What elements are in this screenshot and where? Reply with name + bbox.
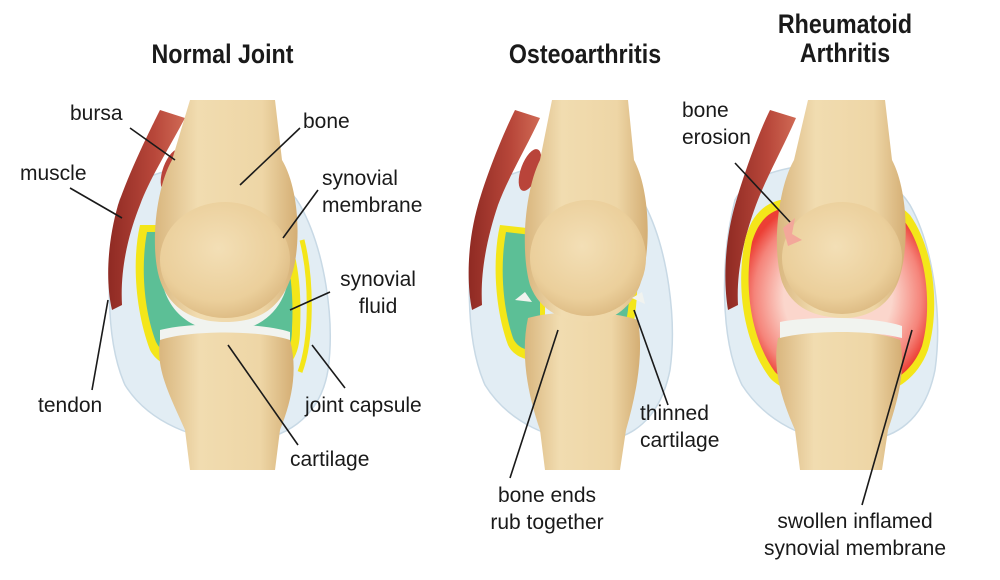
leader-swollen-membrane (861, 329, 913, 506)
upper-bone-head (160, 202, 290, 318)
label-joint-capsule: joint capsule (305, 394, 422, 417)
lower-bone (776, 330, 903, 470)
muscle (468, 110, 540, 310)
label-synovial-membrane: synovial membrane (322, 167, 423, 217)
leader-cartilage (227, 344, 299, 446)
title-normal-joint: Normal Joint (151, 39, 294, 69)
label-bone: bone (303, 110, 350, 133)
label-muscle: muscle (20, 162, 87, 185)
leader-thinned-cartilage (633, 309, 669, 406)
leader-bone (239, 127, 301, 186)
muscle (108, 110, 185, 310)
title-rheumatoid-arthritis: Rheumatoid Arthritis (777, 9, 913, 68)
lower-bone (159, 332, 294, 470)
label-bone-ends-rub-together: bone ends rub together (490, 484, 604, 534)
osteoarthritis-illustration (468, 100, 674, 470)
rheumatoid-arthritis-illustration (723, 100, 939, 470)
leader-muscle (69, 187, 123, 219)
bursa-shape (518, 149, 542, 191)
upper-bone-head (530, 200, 646, 316)
leader-lines (69, 127, 913, 506)
capsule-edge-line (297, 239, 312, 373)
lower-cartilage (780, 317, 902, 338)
leader-bone-ends (509, 329, 559, 479)
leader-bone-erosion (734, 162, 791, 223)
leader-synovial-membrane (282, 189, 319, 239)
label-bone-erosion: bone erosion (682, 99, 751, 149)
normal-joint-illustration (108, 100, 331, 470)
title-osteoarthritis: Osteoarthritis (508, 39, 662, 69)
leader-synovial-fluid (289, 291, 331, 311)
leader-tendon (91, 299, 109, 391)
label-tendon: tendon (38, 394, 103, 417)
label-swollen-inflamed-synovial-membrane: swollen inflamed synovial membrane (763, 510, 947, 560)
muscle (725, 110, 796, 310)
label-thinned-cartilage: thinned cartilage (640, 402, 720, 452)
leader-bursa (129, 127, 176, 161)
lower-bone (524, 312, 641, 470)
bone-erosion-notch (783, 218, 802, 246)
label-synovial-fluid: synovial fluid (340, 268, 416, 318)
label-bursa: bursa (70, 102, 123, 125)
label-cartilage: cartilage (290, 448, 370, 471)
leader-joint-capsule (311, 344, 346, 389)
upper-bone-head (782, 202, 902, 314)
